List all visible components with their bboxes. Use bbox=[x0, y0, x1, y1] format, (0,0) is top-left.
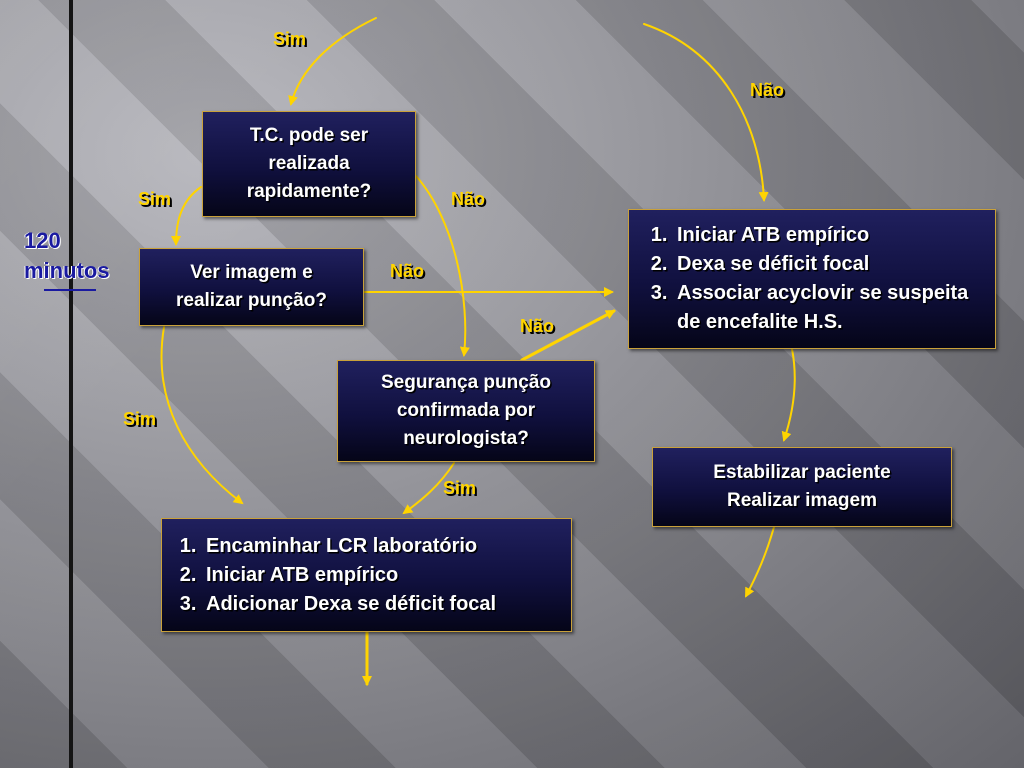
node-encaminhar-lcr: Encaminhar LCR laboratório Iniciar ATB e… bbox=[161, 518, 572, 632]
node-text-line: neurologista? bbox=[403, 428, 529, 449]
list-item: Iniciar ATB empírico bbox=[202, 561, 496, 590]
node-ver-imagem: Ver imagem e realizar punção? bbox=[139, 248, 364, 326]
timeline-bar bbox=[69, 0, 73, 768]
edge-label-tc-nao: Não bbox=[451, 189, 486, 209]
arrow-top-to-iniciar bbox=[643, 23, 769, 202]
edge-label-tc-sim: Sim bbox=[138, 189, 172, 209]
iniciar-atb-list: Iniciar ATB empírico Dexa se déficit foc… bbox=[629, 221, 987, 337]
arrow-iniciar-to-estabilizar bbox=[781, 348, 796, 442]
node-text-line: Segurança punção bbox=[381, 372, 551, 393]
arrow-seguranca-to-encaminhar bbox=[402, 462, 455, 515]
edge-label-ver-nao: Não bbox=[390, 261, 425, 281]
node-text-line: Realizar imagem bbox=[727, 490, 877, 511]
edge-label-top-nao: Não bbox=[750, 80, 785, 100]
node-iniciar-atb: Iniciar ATB empírico Dexa se déficit foc… bbox=[628, 209, 996, 349]
node-text-line: T.C. pode ser bbox=[249, 125, 369, 146]
node-text-line: Ver imagem e bbox=[190, 262, 313, 283]
list-item: Dexa se déficit focal bbox=[673, 250, 987, 279]
node-text-line: realizar punção? bbox=[176, 290, 327, 311]
arrow-tc-to-ver bbox=[171, 186, 202, 246]
arrow-top-to-tc bbox=[288, 17, 377, 106]
arrow-tc-to-seguranca bbox=[415, 175, 470, 357]
time-label-number: 120 bbox=[24, 228, 61, 253]
arrow-seguranca-to-iniciar bbox=[520, 309, 616, 362]
edge-label-top-sim: Sim bbox=[273, 29, 307, 49]
node-text-line: Estabilizar paciente bbox=[713, 462, 891, 483]
node-text-line: rapidamente? bbox=[246, 181, 372, 202]
arrow-ver-to-encaminhar bbox=[160, 326, 244, 505]
node-text-line: confirmada por bbox=[396, 400, 536, 421]
time-marker bbox=[44, 289, 96, 291]
node-tc-question: T.C. pode ser realizada rapidamente? bbox=[202, 111, 416, 217]
edge-label-seg-sim: Sim bbox=[443, 478, 477, 498]
edge-label-ver-sim: Sim bbox=[123, 409, 157, 429]
list-item: Associar acyclovir se suspeita de encefa… bbox=[673, 279, 987, 337]
encaminhar-list: Encaminhar LCR laboratório Iniciar ATB e… bbox=[162, 532, 496, 619]
node-text-line: realizada bbox=[268, 153, 350, 174]
edge-label-seg-nao: Não bbox=[520, 316, 555, 336]
time-label: 120 minutos bbox=[24, 226, 134, 286]
list-item: Encaminhar LCR laboratório bbox=[202, 532, 496, 561]
time-label-unit: minutos bbox=[24, 258, 110, 283]
list-item: Iniciar ATB empírico bbox=[673, 221, 987, 250]
arrow-estabilizar-down bbox=[745, 526, 775, 598]
node-seguranca-puncao: Segurança punção confirmada por neurolog… bbox=[337, 360, 595, 462]
list-item: Adicionar Dexa se déficit focal bbox=[202, 590, 496, 619]
node-estabilizar: Estabilizar paciente Realizar imagem bbox=[652, 447, 952, 527]
